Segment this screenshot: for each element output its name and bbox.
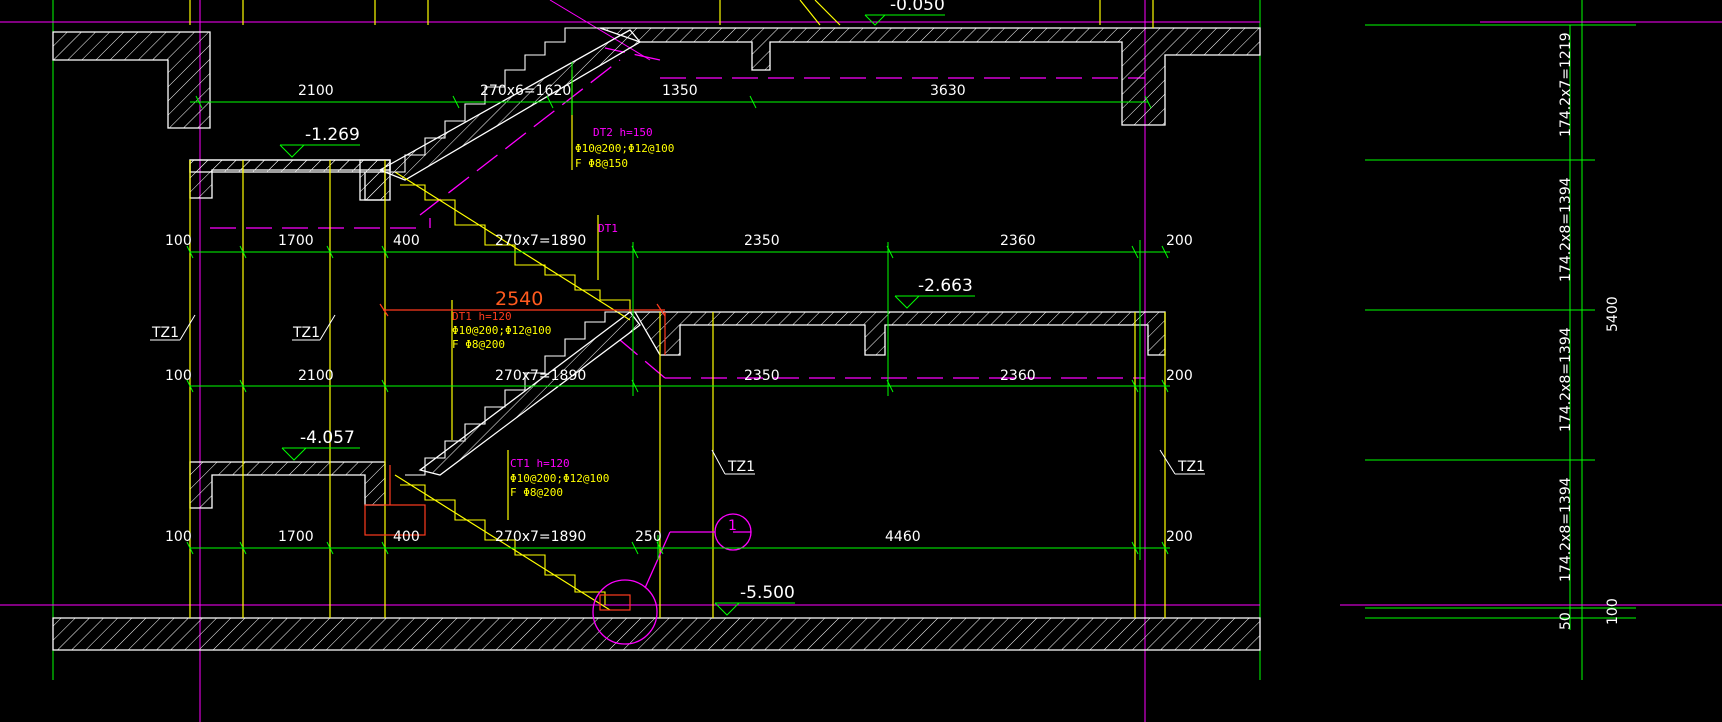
note-dt1-line1: Φ10@200;Φ12@100 xyxy=(452,324,551,337)
dimension-lines xyxy=(186,62,1170,560)
dim-r2-c: 400 xyxy=(393,233,420,249)
level-3: -4.057 xyxy=(300,428,355,448)
dim-span-2540: 2540 xyxy=(495,288,543,310)
dim-r3-a: 100 xyxy=(165,368,192,384)
dim-r3-c: 270x7=1890 xyxy=(495,368,586,384)
dim-r4-e: 250 xyxy=(635,529,662,545)
tz-leaders xyxy=(150,314,1205,475)
level-base: -5.500 xyxy=(740,583,795,603)
note-dt2-line1: Φ10@200;Φ12@100 xyxy=(575,142,674,155)
dim-r4-c: 400 xyxy=(393,529,420,545)
vdim-2: 174.2x8=1394 xyxy=(1558,177,1574,282)
tz-label-3: TZ1 xyxy=(727,459,755,475)
stair-steps xyxy=(385,27,635,476)
dim-r4-f: 4460 xyxy=(885,529,921,545)
level-2: -2.663 xyxy=(918,276,973,296)
dim-r4-a: 100 xyxy=(165,529,192,545)
note-ct1-line2: F Φ8@200 xyxy=(510,486,563,499)
stair-risers xyxy=(400,184,631,605)
detail-mark-number: 1 xyxy=(728,518,737,534)
dim-r1-a: 2100 xyxy=(298,83,334,99)
level-markers xyxy=(279,14,975,616)
level-1: -1.269 xyxy=(305,125,360,145)
note-dt1-line2: F Φ8@200 xyxy=(452,338,505,351)
dim-r3-f: 200 xyxy=(1166,368,1193,384)
vdim-total: 5400 xyxy=(1605,296,1621,332)
axis-lines xyxy=(52,0,1636,680)
note-ct1-line1: Φ10@200;Φ12@100 xyxy=(510,472,609,485)
dim-r1-b: 270x6=1620 xyxy=(480,83,571,99)
dim-r2-d: 270x7=1890 xyxy=(495,233,586,249)
vdim-1: 174.2x7=1219 xyxy=(1558,32,1574,137)
dim-r4-b: 1700 xyxy=(278,529,314,545)
vdim-4: 174.2x8=1394 xyxy=(1558,477,1574,582)
dim-r3-d: 2350 xyxy=(744,368,780,384)
dim-r2-e: 2350 xyxy=(744,233,780,249)
concrete-sections xyxy=(52,27,1261,651)
dim-r4-d: 270x7=1890 xyxy=(495,529,586,545)
dim-r2-a: 100 xyxy=(165,233,192,249)
vdim-small: 100 xyxy=(1605,598,1621,625)
vdim-5: 50 xyxy=(1558,612,1574,630)
dim-r3-b: 2100 xyxy=(298,368,334,384)
dim-r1-d: 3630 xyxy=(930,83,966,99)
vdim-3: 174.2x8=1394 xyxy=(1558,327,1574,432)
note-dt2-title: DT2 h=150 xyxy=(593,126,653,139)
note-dt1-title: DT1 h=120 xyxy=(452,310,512,323)
dim-r2-g: 200 xyxy=(1166,233,1193,249)
note-dt2-line2: F Φ8@150 xyxy=(575,157,628,170)
dim-r1-c: 1350 xyxy=(662,83,698,99)
tz-label-2: TZ1 xyxy=(292,325,320,341)
dim-r3-e: 2360 xyxy=(1000,368,1036,384)
note-ct1-title: CT1 h=120 xyxy=(510,457,570,470)
dim-r4-g: 200 xyxy=(1166,529,1193,545)
stair-outlines xyxy=(189,0,1166,618)
note-dt1-tag: DT1 xyxy=(598,222,618,235)
tz-label-4: TZ1 xyxy=(1177,459,1205,475)
highlight-marks xyxy=(364,303,666,611)
tz-label-1: TZ1 xyxy=(151,325,179,341)
dim-r2-b: 1700 xyxy=(278,233,314,249)
level-top: -0.050 xyxy=(890,0,945,15)
dim-r2-f: 2360 xyxy=(1000,233,1036,249)
